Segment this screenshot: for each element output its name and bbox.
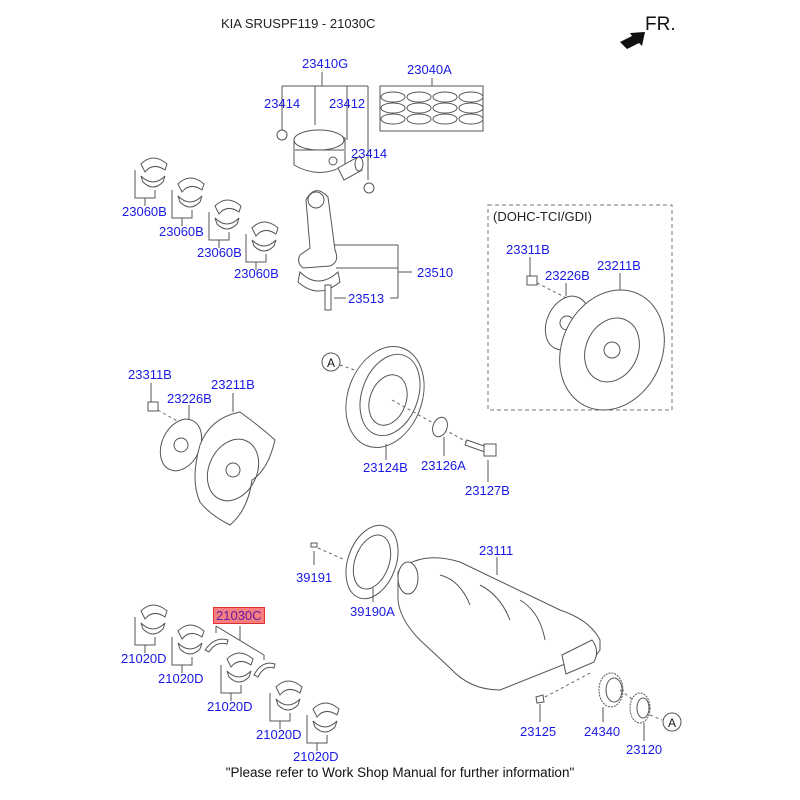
- variant-group-label: (DOHC-TCI/GDI): [493, 209, 592, 224]
- main-bearing-shell-icon: [306, 702, 340, 751]
- part-label-23513[interactable]: 23513: [348, 291, 385, 306]
- part-label-23311b-gdi[interactable]: 23311B: [506, 242, 550, 257]
- main-bearing-shell-icon: [220, 652, 254, 701]
- reference-marker-a-top: A: [327, 356, 335, 370]
- part-label-21020d-3[interactable]: 21020D: [207, 699, 253, 714]
- piston-ring-icon: [458, 102, 484, 114]
- main-bearing-shell-icon: [171, 624, 205, 673]
- conrod-bearing-shell-icon: [134, 157, 168, 206]
- main-bearing-shell-icon: [269, 680, 303, 729]
- part-label-23226b[interactable]: 23226B: [167, 391, 212, 406]
- footer-note: "Please refer to Work Shop Manual for fu…: [225, 765, 575, 780]
- piston-ring-icon: [406, 91, 432, 103]
- part-label-23125[interactable]: 23125: [520, 724, 557, 739]
- piston-ring-icon: [432, 113, 458, 125]
- piston-ring-set-drawing: [379, 85, 484, 132]
- part-label-24340[interactable]: 24340: [584, 724, 621, 739]
- part-label-23414-left[interactable]: 23414: [264, 96, 301, 111]
- piston-ring-icon: [432, 102, 458, 114]
- part-label-21020d-5[interactable]: 21020D: [293, 749, 339, 764]
- part-label-23060b-3[interactable]: 23060B: [197, 245, 242, 260]
- part-label-23510[interactable]: 23510: [417, 265, 454, 280]
- reference-marker-a-bottom: A: [668, 716, 676, 730]
- piston-ring-icon: [458, 91, 484, 103]
- diagram-title: KIA SRUSPF119 - 21030C: [221, 16, 376, 31]
- piston-ring-icon: [458, 113, 484, 125]
- part-label-39190a[interactable]: 39190A: [350, 604, 395, 619]
- piston-ring-icon: [432, 91, 458, 103]
- part-label-23311b[interactable]: 23311B: [128, 367, 172, 382]
- part-label-23060b-2[interactable]: 23060B: [159, 224, 204, 239]
- piston-ring-icon: [380, 102, 406, 114]
- part-label-23060b-4[interactable]: 23060B: [234, 266, 279, 281]
- part-label-21030c-highlighted[interactable]: 21030C: [213, 607, 265, 624]
- thrust-bearing-leader-lines: [204, 625, 276, 678]
- part-label-23211b[interactable]: 23211B: [211, 377, 255, 392]
- part-label-21020d-2[interactable]: 21020D: [158, 671, 204, 686]
- main-bearing-shell-icon: [134, 604, 168, 653]
- part-label-23211b-gdi[interactable]: 23211B: [597, 258, 641, 273]
- part-label-23126a[interactable]: 23126A: [421, 458, 466, 473]
- target-wheel-drawing: [310, 524, 399, 602]
- front-direction-label: FR.: [645, 14, 676, 35]
- piston-ring-icon: [380, 91, 406, 103]
- front-direction-arrow-icon: [620, 32, 645, 49]
- part-label-21020d-4[interactable]: 21020D: [256, 727, 302, 742]
- part-label-39191[interactable]: 39191: [296, 570, 333, 585]
- part-label-23410g[interactable]: 23410G: [302, 56, 349, 71]
- drive-plate-drawing: [147, 383, 276, 526]
- part-label-23111[interactable]: 23111: [479, 543, 514, 558]
- part-label-23124b[interactable]: 23124B: [363, 460, 408, 475]
- part-label-23040a[interactable]: 23040A: [407, 62, 452, 77]
- part-label-21020d-1[interactable]: 21020D: [121, 651, 167, 666]
- part-label-23127b[interactable]: 23127B: [465, 483, 510, 498]
- part-label-23412[interactable]: 23412: [329, 96, 366, 111]
- crank-sprockets-drawing: A: [598, 672, 682, 741]
- connecting-rod-drawing: [297, 190, 412, 311]
- piston-leader-lines: [281, 72, 433, 180]
- crankshaft-drawing: [397, 557, 601, 722]
- variant-group-box: [487, 204, 673, 411]
- damper-pulley-drawing: A: [321, 346, 497, 482]
- piston-ring-icon: [406, 113, 432, 125]
- gdi-drive-plate-drawing: [526, 257, 665, 411]
- part-label-23060b-1[interactable]: 23060B: [122, 204, 167, 219]
- conrod-bearing-shell-icon: [171, 177, 205, 226]
- bearing-shells: [134, 157, 340, 751]
- conrod-bearing-shell-icon: [208, 199, 242, 248]
- part-label-23226b-gdi[interactable]: 23226B: [545, 268, 590, 283]
- piston-ring-icon: [406, 102, 432, 114]
- piston-ring-icon: [380, 113, 406, 125]
- piston-drawing: [276, 129, 375, 194]
- part-label-23414-right[interactable]: 23414: [351, 146, 388, 161]
- part-label-23120[interactable]: 23120: [626, 742, 663, 757]
- conrod-bearing-shell-icon: [245, 221, 279, 270]
